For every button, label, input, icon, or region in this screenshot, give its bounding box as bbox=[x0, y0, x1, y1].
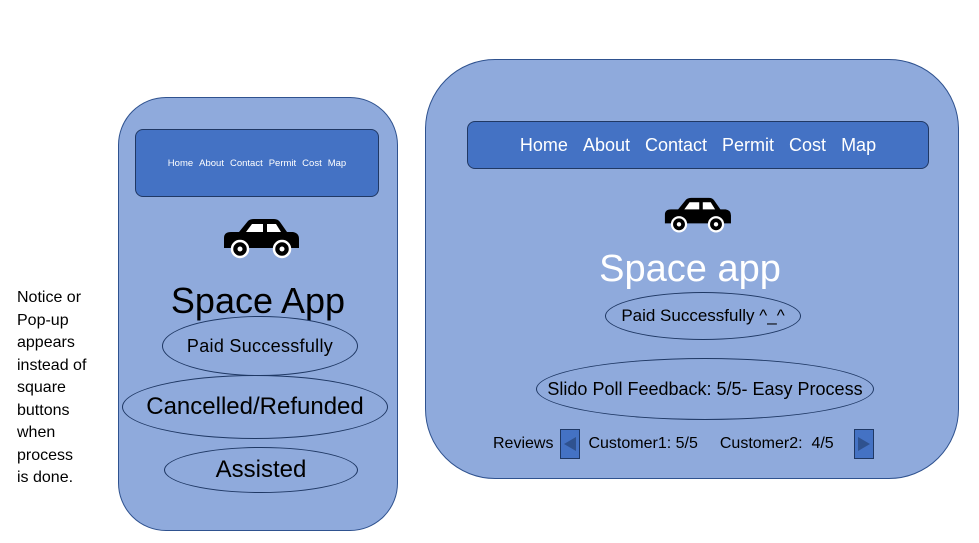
desktop-nav-about[interactable]: About bbox=[582, 134, 630, 155]
reviews-next-button[interactable] bbox=[853, 429, 874, 459]
mobile-cancelled-notice: Cancelled/Refunded bbox=[122, 375, 388, 439]
car-icon bbox=[224, 219, 299, 259]
desktop-app-title: Space app bbox=[599, 248, 781, 290]
desktop-nav-cost[interactable]: Cost bbox=[789, 134, 827, 155]
desktop-paid-notice: Paid Successfully ^_^ bbox=[605, 292, 801, 340]
desktop-feedback-notice: Slido Poll Feedback: 5/5- Easy Process bbox=[536, 358, 874, 420]
review-customer2: Customer2: 4/5 bbox=[719, 435, 834, 452]
note-text: Notice or Pop-up appears instead of squa… bbox=[17, 289, 87, 486]
mobile-nav-bar: Home About Contact Permit Cost Map bbox=[135, 129, 379, 197]
mobile-nav-cost[interactable]: Cost bbox=[302, 157, 322, 169]
mobile-app-title: Space App bbox=[170, 280, 346, 321]
desktop-nav-bar: Home About Contact Permit Cost Map bbox=[467, 121, 929, 169]
reviews-label: Reviews bbox=[493, 435, 554, 452]
mobile-nav-permit[interactable]: Permit bbox=[268, 157, 297, 169]
desktop-nav-map[interactable]: Map bbox=[841, 134, 877, 155]
mobile-nav-about[interactable]: About bbox=[199, 157, 224, 169]
right-arrow-icon bbox=[857, 437, 870, 451]
reviews-prev-button[interactable] bbox=[560, 429, 581, 459]
desktop-nav-contact[interactable]: Contact bbox=[644, 134, 708, 155]
mobile-nav-map[interactable]: Map bbox=[327, 157, 347, 169]
left-arrow-icon bbox=[564, 437, 577, 451]
review-customer1: Customer1: 5/5 bbox=[588, 435, 698, 452]
car-icon bbox=[664, 197, 731, 233]
mobile-nav-home[interactable]: Home bbox=[167, 157, 194, 169]
reviews-row: Reviews Customer1: 5/5 Customer2: 4/5 bbox=[493, 428, 874, 460]
desktop-nav-home[interactable]: Home bbox=[519, 134, 568, 155]
mobile-paid-notice: Paid Successfully bbox=[162, 316, 358, 376]
mobile-assisted-notice: Assisted bbox=[164, 447, 358, 493]
desktop-nav-permit[interactable]: Permit bbox=[722, 134, 775, 155]
mobile-nav-contact[interactable]: Contact bbox=[229, 157, 263, 169]
